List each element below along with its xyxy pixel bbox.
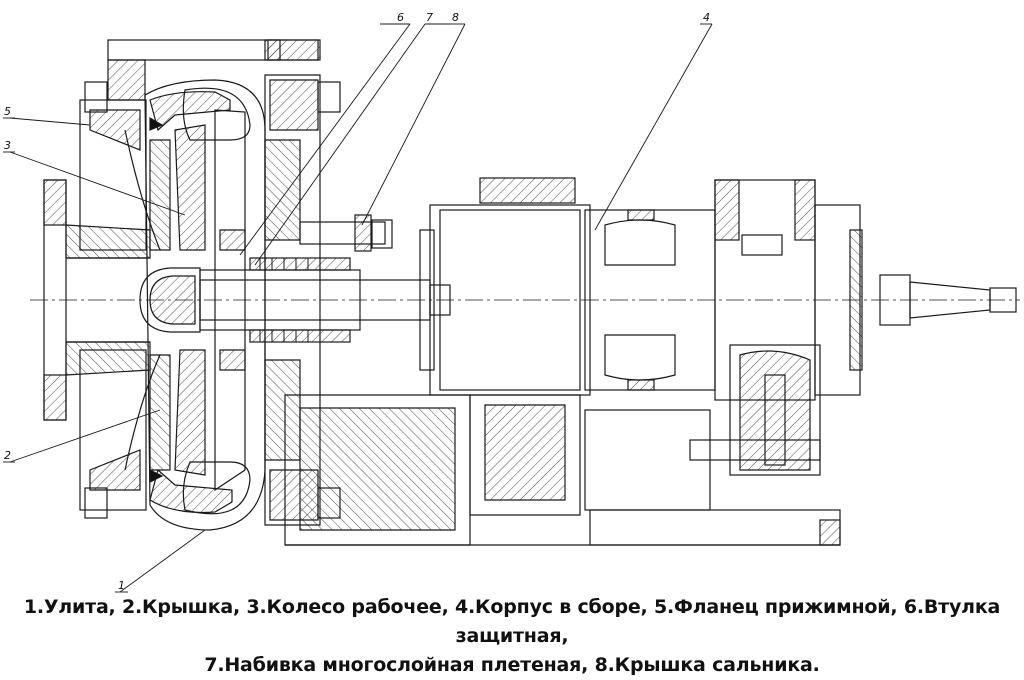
pressure-flange xyxy=(79,99,147,511)
gland-cover xyxy=(299,214,393,252)
legend-line-2: 7.Набивка многослойная плетеная, 8.Крышк… xyxy=(204,654,820,676)
seal-ring-bottom xyxy=(149,469,164,483)
callout-4: 4 xyxy=(703,11,710,24)
callout-6: 6 xyxy=(397,11,404,24)
leader-lines xyxy=(3,23,713,593)
cover xyxy=(124,129,171,471)
parts-legend: 1.Улита, 2.Крышка, 3.Колесо рабочее, 4.К… xyxy=(0,593,1024,680)
callout-3: 3 xyxy=(4,139,11,152)
seal-ring-top xyxy=(149,116,164,131)
callout-labels: 5 3 2 1 6 7 8 4 xyxy=(4,11,710,592)
impeller xyxy=(139,109,246,492)
callout-5: 5 xyxy=(4,105,11,118)
legend-line-1: 1.Улита, 2.Крышка, 3.Колесо рабочее, 4.К… xyxy=(23,596,1001,647)
callout-8: 8 xyxy=(452,11,459,24)
flange-bolts xyxy=(84,39,341,519)
callout-2: 2 xyxy=(4,449,11,462)
base-frame xyxy=(284,344,841,546)
shaft-sleeve xyxy=(199,257,361,343)
bearing-housing xyxy=(419,177,863,401)
callout-7: 7 xyxy=(426,11,433,24)
callout-1: 1 xyxy=(118,579,125,592)
pump-section-drawing: 5 3 2 1 6 7 8 4 xyxy=(3,11,1020,593)
